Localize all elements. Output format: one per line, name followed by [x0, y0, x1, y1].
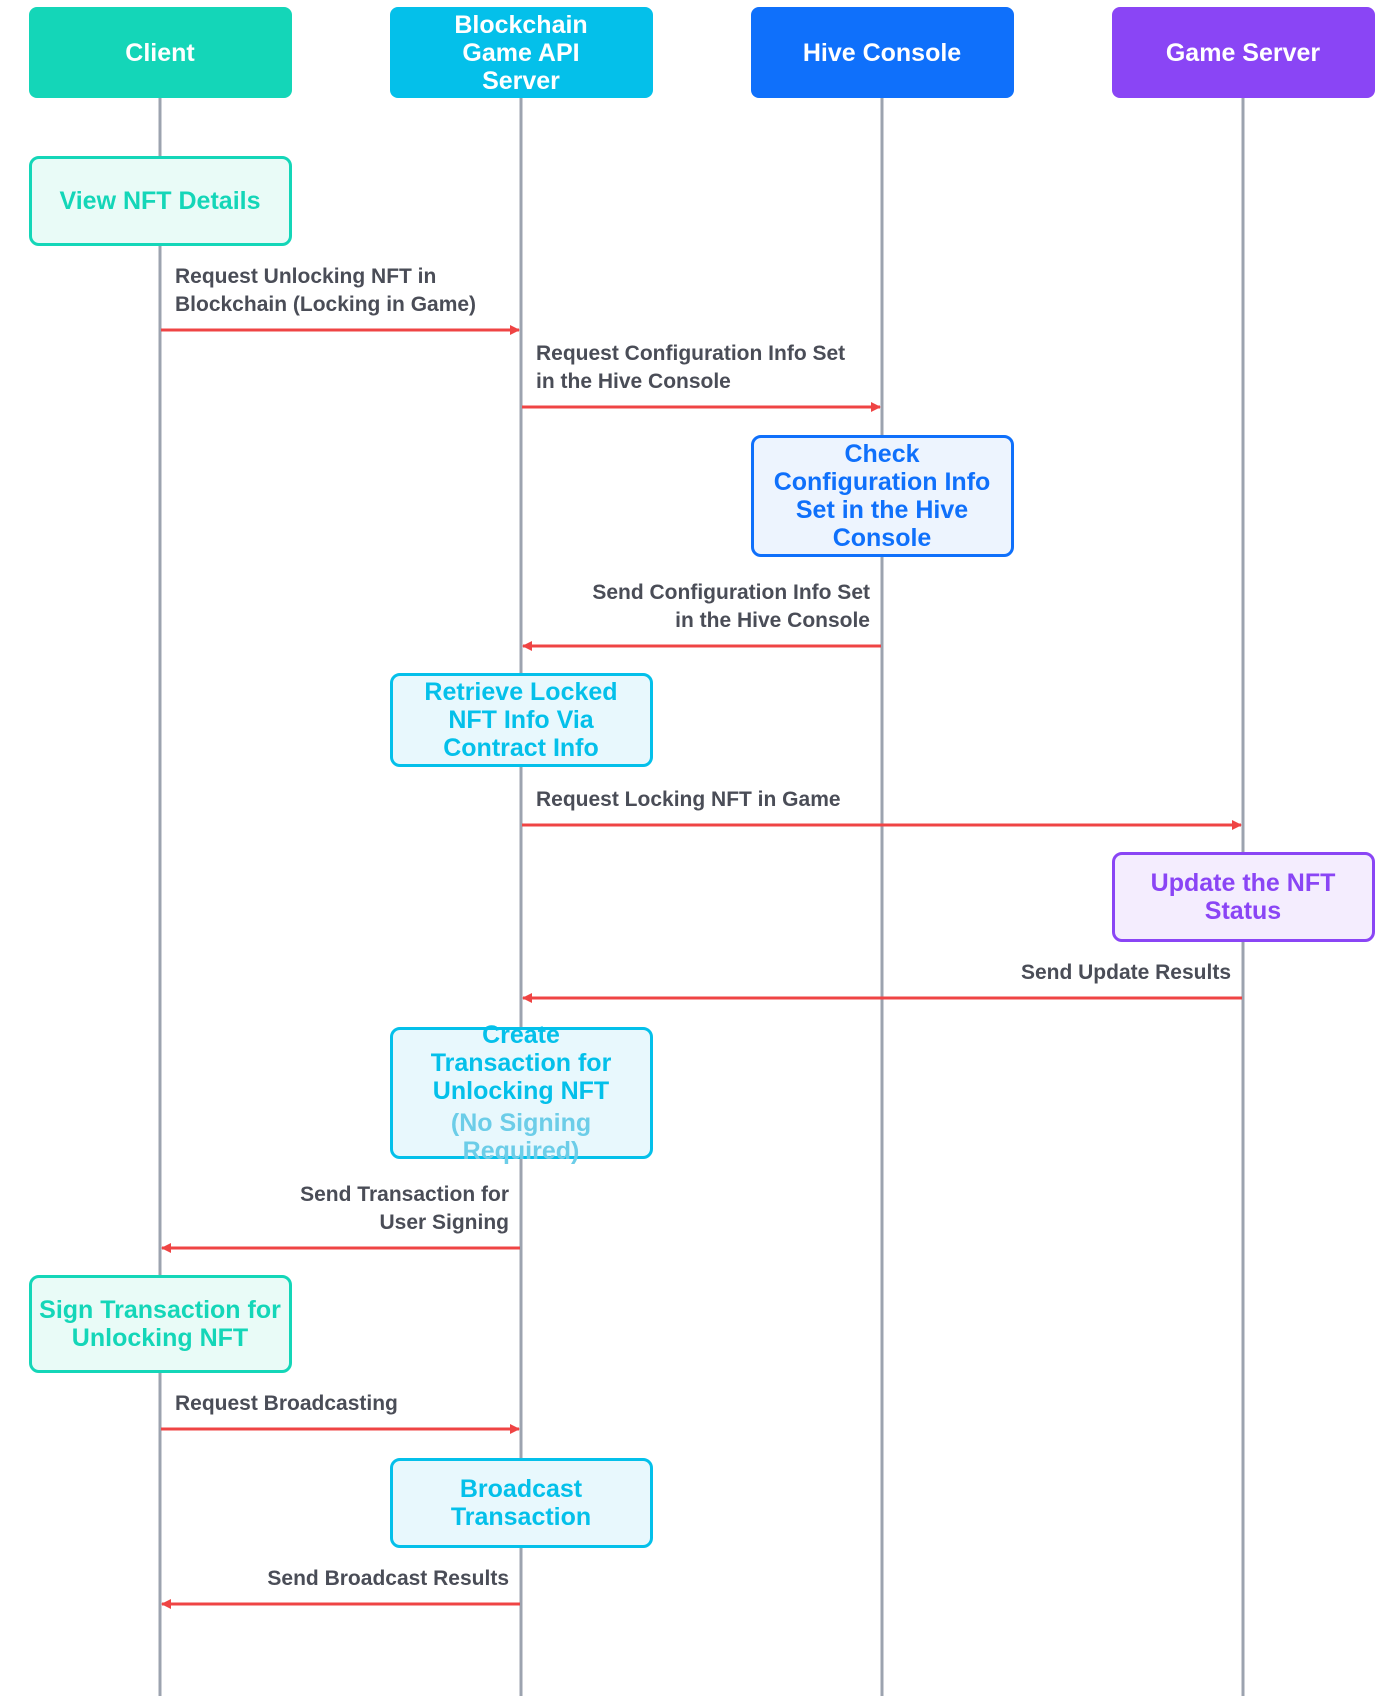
message-label-send-broadcast-results: Send Broadcast Results — [267, 1567, 509, 1590]
activation-text: Broadcast Transaction — [450, 1475, 592, 1531]
activation-view-nft-details: View NFT Details — [28, 156, 292, 246]
activation-subtext: (No Signing Required) — [450, 1109, 592, 1165]
activation-text: Update the NFT Status — [1150, 869, 1336, 925]
activation-text: Sign Transaction for Unlocking NFT — [39, 1296, 281, 1352]
activation-sign-transaction: Sign Transaction for Unlocking NFT — [28, 1275, 292, 1373]
participant-api: Blockchain Game API Server — [389, 7, 653, 98]
message-label-send-config: Send Configuration Info Set in the Hive … — [592, 581, 870, 632]
activation-text: Check Configuration Info Set in the Hive… — [773, 440, 991, 552]
participant-game: Game Server — [1111, 7, 1375, 98]
activation-retrieve-locked-nft: Retrieve Locked NFT Info Via Contract In… — [389, 673, 653, 767]
activation-text: Create Transaction for Unlocking NFT — [430, 1021, 612, 1105]
participant-client: Client — [28, 7, 292, 98]
activation-check-config: Check Configuration Info Set in the Hive… — [750, 435, 1014, 557]
participant-hive: Hive Console — [750, 7, 1014, 98]
activation-create-transaction: Create Transaction for Unlocking NFT(No … — [389, 1021, 653, 1165]
message-label-send-transaction: Send Transaction for User Signing — [300, 1183, 509, 1234]
activation-update-nft-status: Update the NFT Status — [1111, 852, 1375, 942]
message-label-request-broadcasting: Request Broadcasting — [175, 1392, 398, 1415]
activation-text: Retrieve Locked NFT Info Via Contract In… — [424, 678, 618, 762]
message-label-request-unlocking: Request Unlocking NFT in Blockchain (Loc… — [175, 265, 477, 316]
activation-broadcast-transaction: Broadcast Transaction — [389, 1458, 653, 1548]
message-label-request-config: Request Configuration Info Set in the Hi… — [536, 342, 846, 393]
message-label-send-update-results: Send Update Results — [1020, 961, 1231, 984]
message-label-request-locking: Request Locking NFT in Game — [536, 788, 841, 811]
activation-text: View NFT Details — [59, 187, 261, 215]
